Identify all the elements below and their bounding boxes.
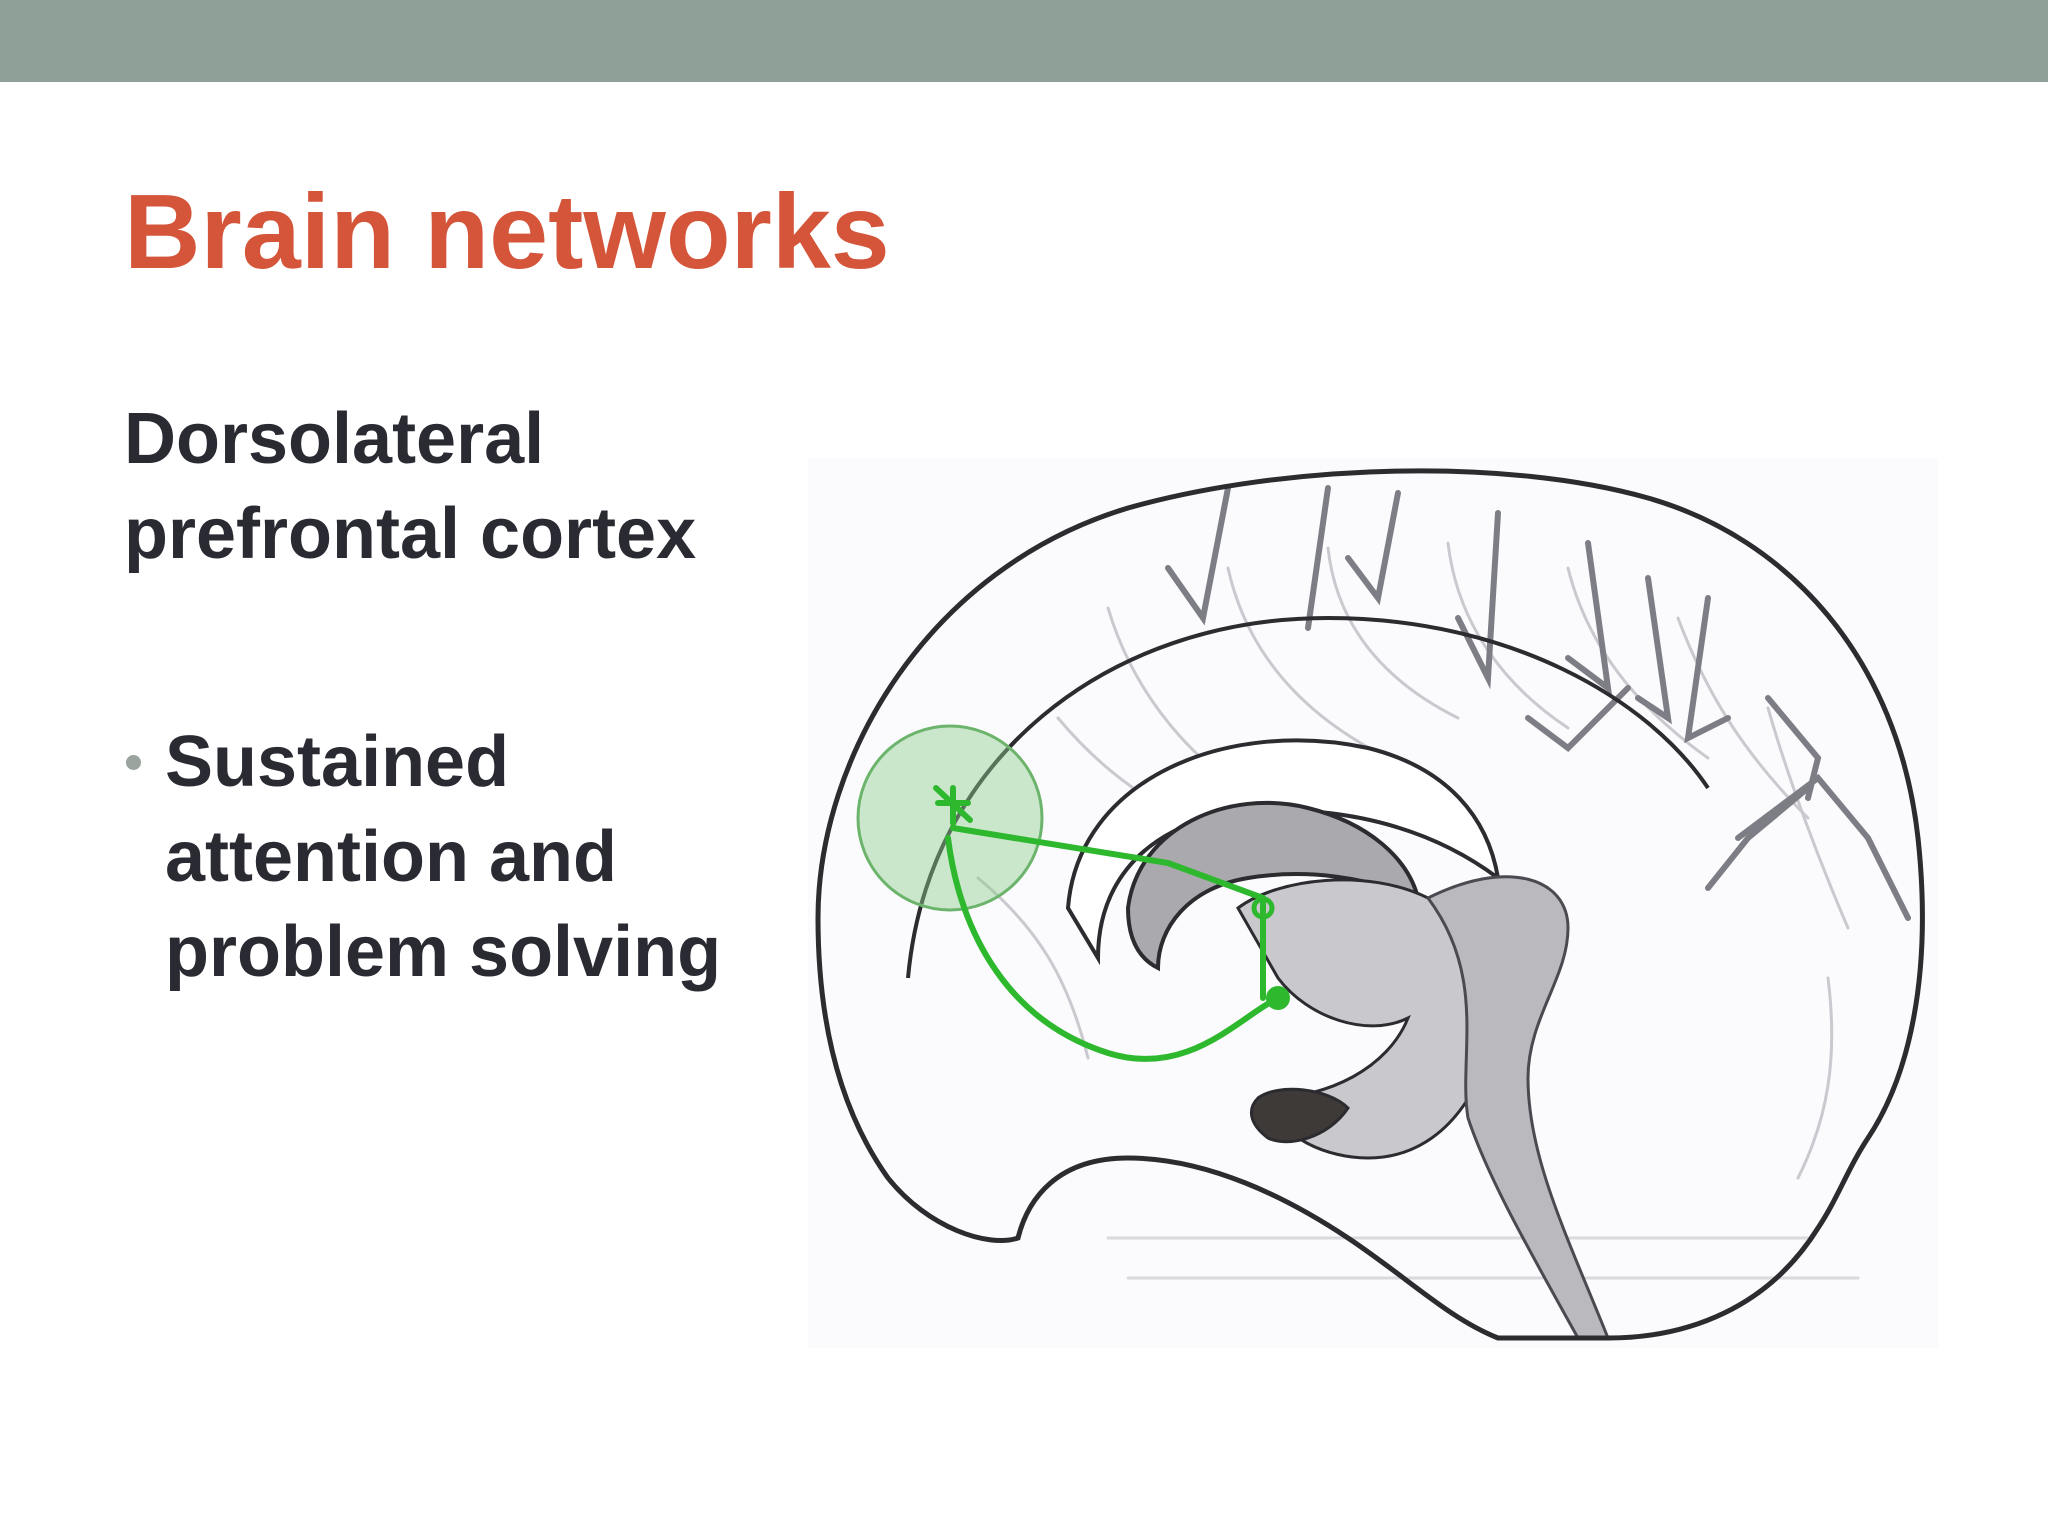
bullet-dot-icon (126, 755, 141, 770)
amygdala-region (1249, 1087, 1350, 1144)
slide-subheading: Dorsolateral prefrontal cortex (124, 399, 697, 574)
brain-outline (815, 468, 1925, 1341)
bullet-text: Sustained attention and problem solving (165, 722, 722, 992)
bullet-list: Sustained attention and problem solving (124, 715, 764, 1000)
top-band (0, 0, 2048, 82)
brain-drawing (808, 458, 1938, 1348)
sketch-shading (976, 541, 1860, 1280)
bullet-item: Sustained attention and problem solving (124, 715, 764, 1000)
pathway-node (1251, 896, 1275, 920)
network-pathway (933, 785, 1281, 1062)
pathway-node (1266, 986, 1290, 1010)
brainstem-region (1425, 875, 1611, 1340)
slide-title: Brain networks (124, 173, 890, 291)
brain-sagittal-sketch-icon (815, 468, 1925, 1341)
sulci-lines (1165, 485, 1911, 921)
